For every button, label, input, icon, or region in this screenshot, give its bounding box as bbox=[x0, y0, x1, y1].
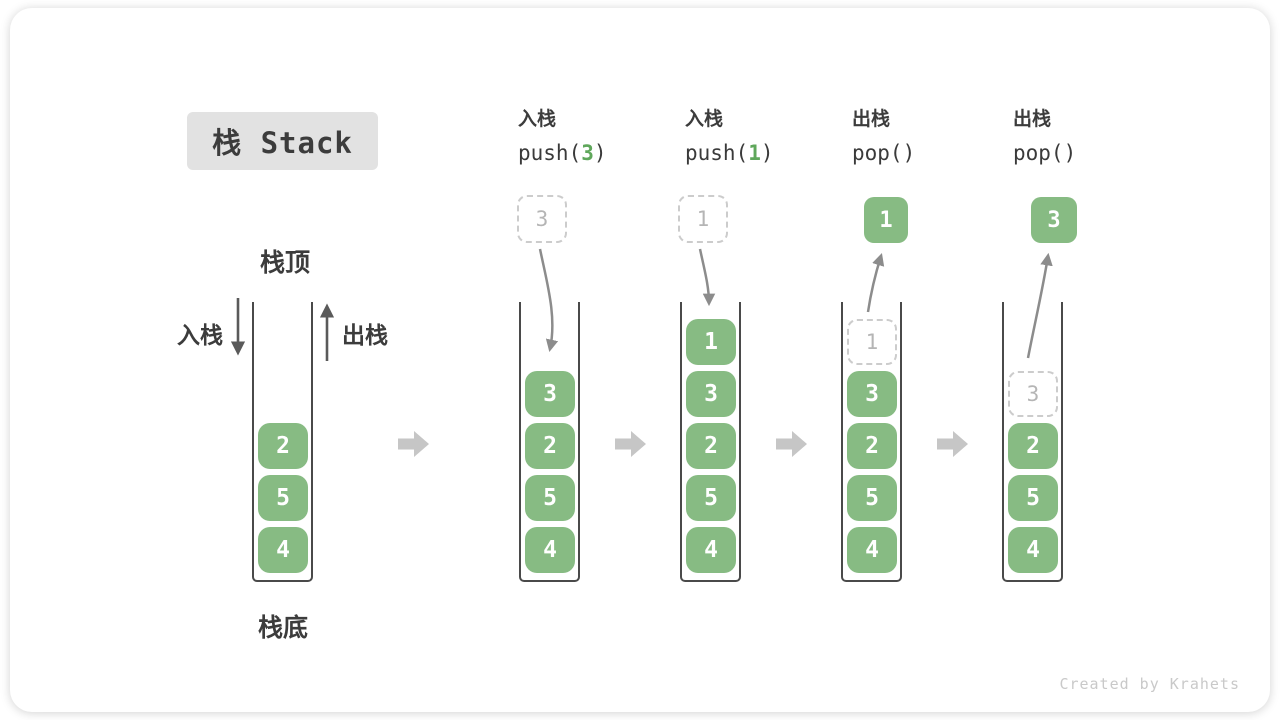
ghost-slot: 3 bbox=[1008, 371, 1058, 417]
popped-element: 3 bbox=[1031, 197, 1077, 243]
operation-code: push(1) bbox=[685, 141, 774, 165]
stack-element: 3 bbox=[686, 371, 736, 417]
stack-element: 5 bbox=[686, 475, 736, 521]
ghost-slot: 1 bbox=[847, 319, 897, 365]
operation-name: 入栈 bbox=[518, 108, 557, 130]
stack-element: 3 bbox=[847, 371, 897, 417]
operation-label-pop-1: 出栈 pop() bbox=[852, 106, 915, 165]
stack-element: 2 bbox=[525, 423, 575, 469]
stack-element: 5 bbox=[525, 475, 575, 521]
stack-top-label: 栈顶 bbox=[260, 248, 311, 277]
stack-element: 4 bbox=[686, 527, 736, 573]
stack-element: 4 bbox=[847, 527, 897, 573]
operation-label-push-1: 入栈 push(1) bbox=[685, 106, 774, 165]
diagram-title: 栈 Stack bbox=[187, 112, 378, 170]
stack-element: 1 bbox=[686, 319, 736, 365]
stack-bottom-label: 栈底 bbox=[258, 613, 309, 642]
stack-container-1 bbox=[252, 302, 313, 582]
operation-label-push-3: 入栈 push(3) bbox=[518, 106, 607, 165]
push-argument: 1 bbox=[748, 141, 761, 165]
operation-code: push(3) bbox=[518, 141, 607, 165]
stack-element: 5 bbox=[1008, 475, 1058, 521]
operation-name: 出栈 bbox=[1013, 108, 1052, 130]
operation-code: pop() bbox=[1013, 141, 1077, 165]
operation-label-pop-2: 出栈 pop() bbox=[1013, 106, 1076, 165]
incoming-element: 3 bbox=[517, 195, 567, 243]
stack-element: 4 bbox=[258, 527, 308, 573]
stack-element: 3 bbox=[525, 371, 575, 417]
watermark-credit: Created by Krahets bbox=[1059, 675, 1240, 693]
operation-name: 入栈 bbox=[685, 108, 724, 130]
incoming-element: 1 bbox=[678, 195, 728, 243]
operation-name: 出栈 bbox=[852, 108, 891, 130]
stack-element: 2 bbox=[1008, 423, 1058, 469]
push-side-label: 入栈 bbox=[177, 323, 223, 349]
popped-element: 1 bbox=[864, 197, 908, 243]
stack-element: 2 bbox=[258, 423, 308, 469]
stack-element: 4 bbox=[525, 527, 575, 573]
stack-element: 5 bbox=[258, 475, 308, 521]
stack-container-4 bbox=[841, 302, 902, 582]
stack-container-3 bbox=[680, 302, 741, 582]
stack-element: 2 bbox=[686, 423, 736, 469]
stack-element: 5 bbox=[847, 475, 897, 521]
operation-code: pop() bbox=[852, 141, 916, 165]
stack-element: 4 bbox=[1008, 527, 1058, 573]
stack-element: 2 bbox=[847, 423, 897, 469]
stack-container-2 bbox=[519, 302, 580, 582]
stack-container-5 bbox=[1002, 302, 1063, 582]
push-argument: 3 bbox=[581, 141, 594, 165]
pop-side-label: 出栈 bbox=[342, 323, 388, 349]
